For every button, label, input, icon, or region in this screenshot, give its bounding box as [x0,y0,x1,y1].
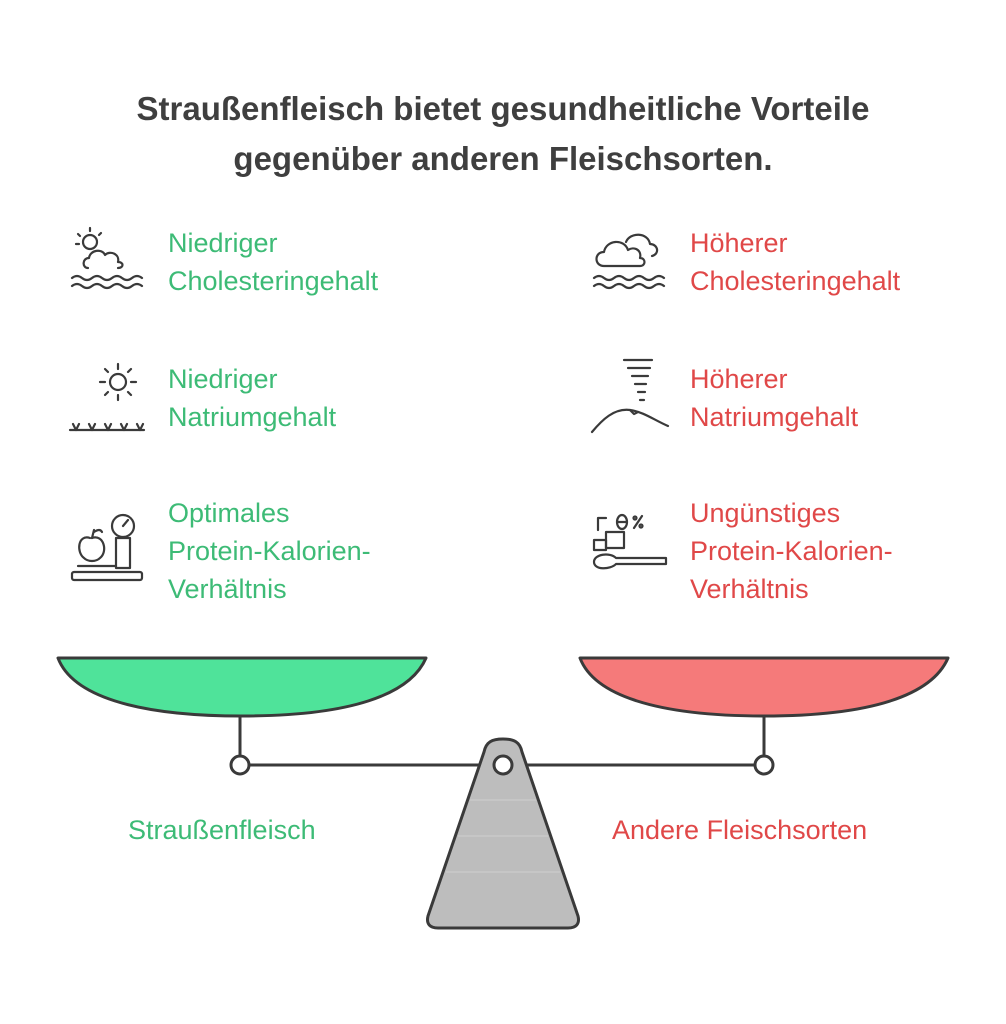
left-item-protein-ratio-line-2: Protein-Kalorien- [168,536,371,566]
right-item-sodium-line-1: Höherer [690,364,788,394]
pivot-joint [492,754,514,776]
right-beam-joint [753,754,775,776]
sun-cloud-waves-icon [68,222,148,302]
right-item-protein-ratio-line-1: Ungünstiges [690,498,841,528]
right-item-sodium-line-2: Natriumgehalt [690,402,859,432]
right-pan [578,656,950,718]
sun-grass-icon [68,358,148,438]
left-item-sodium: Niedriger Natriumgehalt [168,360,336,436]
left-beam-joint [229,754,251,776]
left-item-protein-ratio-line-1: Optimales [168,498,290,528]
right-item-cholesterol-line-1: Höherer [690,228,788,258]
left-item-protein-ratio: Optimales Protein-Kalorien- Verhältnis [168,494,371,608]
measuring-spoon-icon [590,508,670,588]
right-item-cholesterol-line-2: Cholesteringehalt [690,266,901,296]
left-item-sodium-line-2: Natriumgehalt [168,402,337,432]
left-item-protein-ratio-line-3: Verhältnis [168,574,287,604]
left-pan-label: Straußenfleisch [128,815,316,845]
right-item-sodium: Höherer Natriumgehalt [690,360,858,436]
right-pan-label: Andere Fleischsorten [612,815,868,845]
scale-fulcrum [426,737,580,930]
right-item-protein-ratio-line-2: Protein-Kalorien- [690,536,893,566]
left-pan [56,656,428,718]
title-line-1: Straußenfleisch bietet gesundheitliche V… [136,90,870,127]
page-title: Straußenfleisch bietet gesundheitliche V… [0,84,1006,184]
right-item-protein-ratio-line-3: Verhältnis [690,574,809,604]
left-item-cholesterol: Niedriger Cholesteringehalt [168,224,378,300]
cloud-waves-icon [590,222,670,302]
apple-scale-icon [68,508,148,588]
tornado-hill-icon [590,358,670,438]
left-item-sodium-line-1: Niedriger [168,364,278,394]
left-item-cholesterol-line-1: Niedriger [168,228,278,258]
title-line-2: gegenüber anderen Fleischsorten. [233,140,773,177]
right-item-cholesterol: Höherer Cholesteringehalt [690,224,900,300]
right-item-protein-ratio: Ungünstiges Protein-Kalorien- Verhältnis [690,494,893,608]
left-item-cholesterol-line-2: Cholesteringehalt [168,266,379,296]
